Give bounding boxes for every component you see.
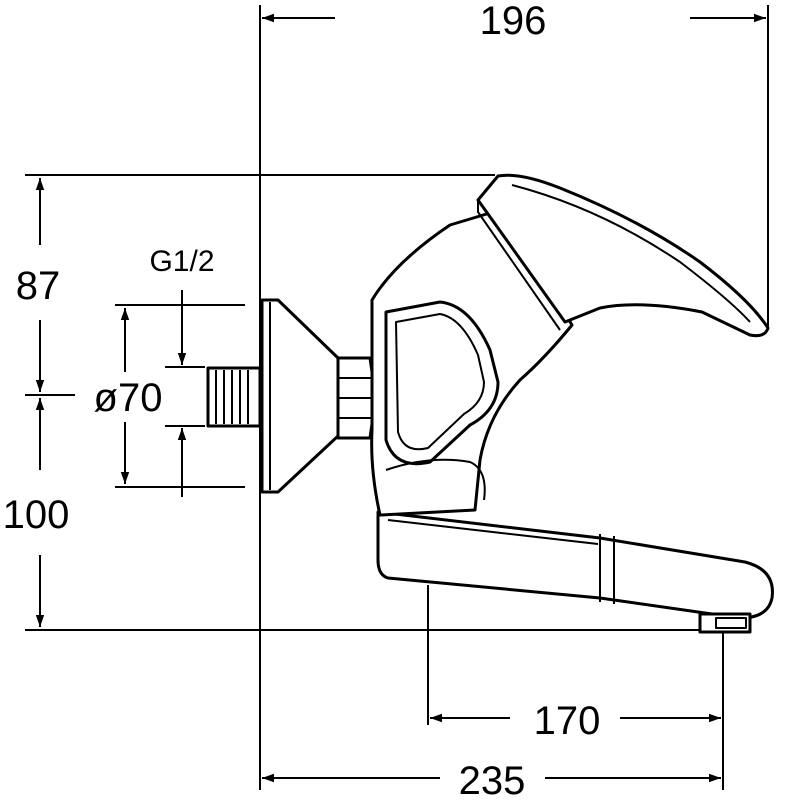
dimension-arrows <box>35 13 766 783</box>
spout <box>376 510 774 620</box>
dim-label-thread: G1/2 <box>149 245 214 278</box>
body-lower-curve <box>385 458 486 501</box>
dim-label-upper-height: 87 <box>16 264 61 308</box>
dim-label-spout-reach: 170 <box>534 699 601 743</box>
lever-handle <box>476 173 770 338</box>
lever-handle-highlight <box>511 184 751 323</box>
dim-label-total-width: 235 <box>459 759 526 800</box>
body-cutout <box>384 300 500 466</box>
body-cutout-inner <box>395 313 485 451</box>
faucet-body <box>206 173 774 634</box>
spout-top-line <box>387 519 599 545</box>
lever-handle-edge <box>477 200 561 331</box>
dimension-labels: 196 87 100 G1/2 ø70 170 235 <box>3 0 601 800</box>
aerator <box>698 612 752 634</box>
thread-marks <box>215 370 249 424</box>
extension-lines <box>25 5 769 790</box>
wall-rosette <box>260 298 340 494</box>
aerator-inner <box>715 617 747 629</box>
dim-label-top-width: 196 <box>480 0 547 43</box>
dim-label-rosette-diameter: ø70 <box>94 376 163 420</box>
dim-label-lower-height: 100 <box>3 493 70 537</box>
